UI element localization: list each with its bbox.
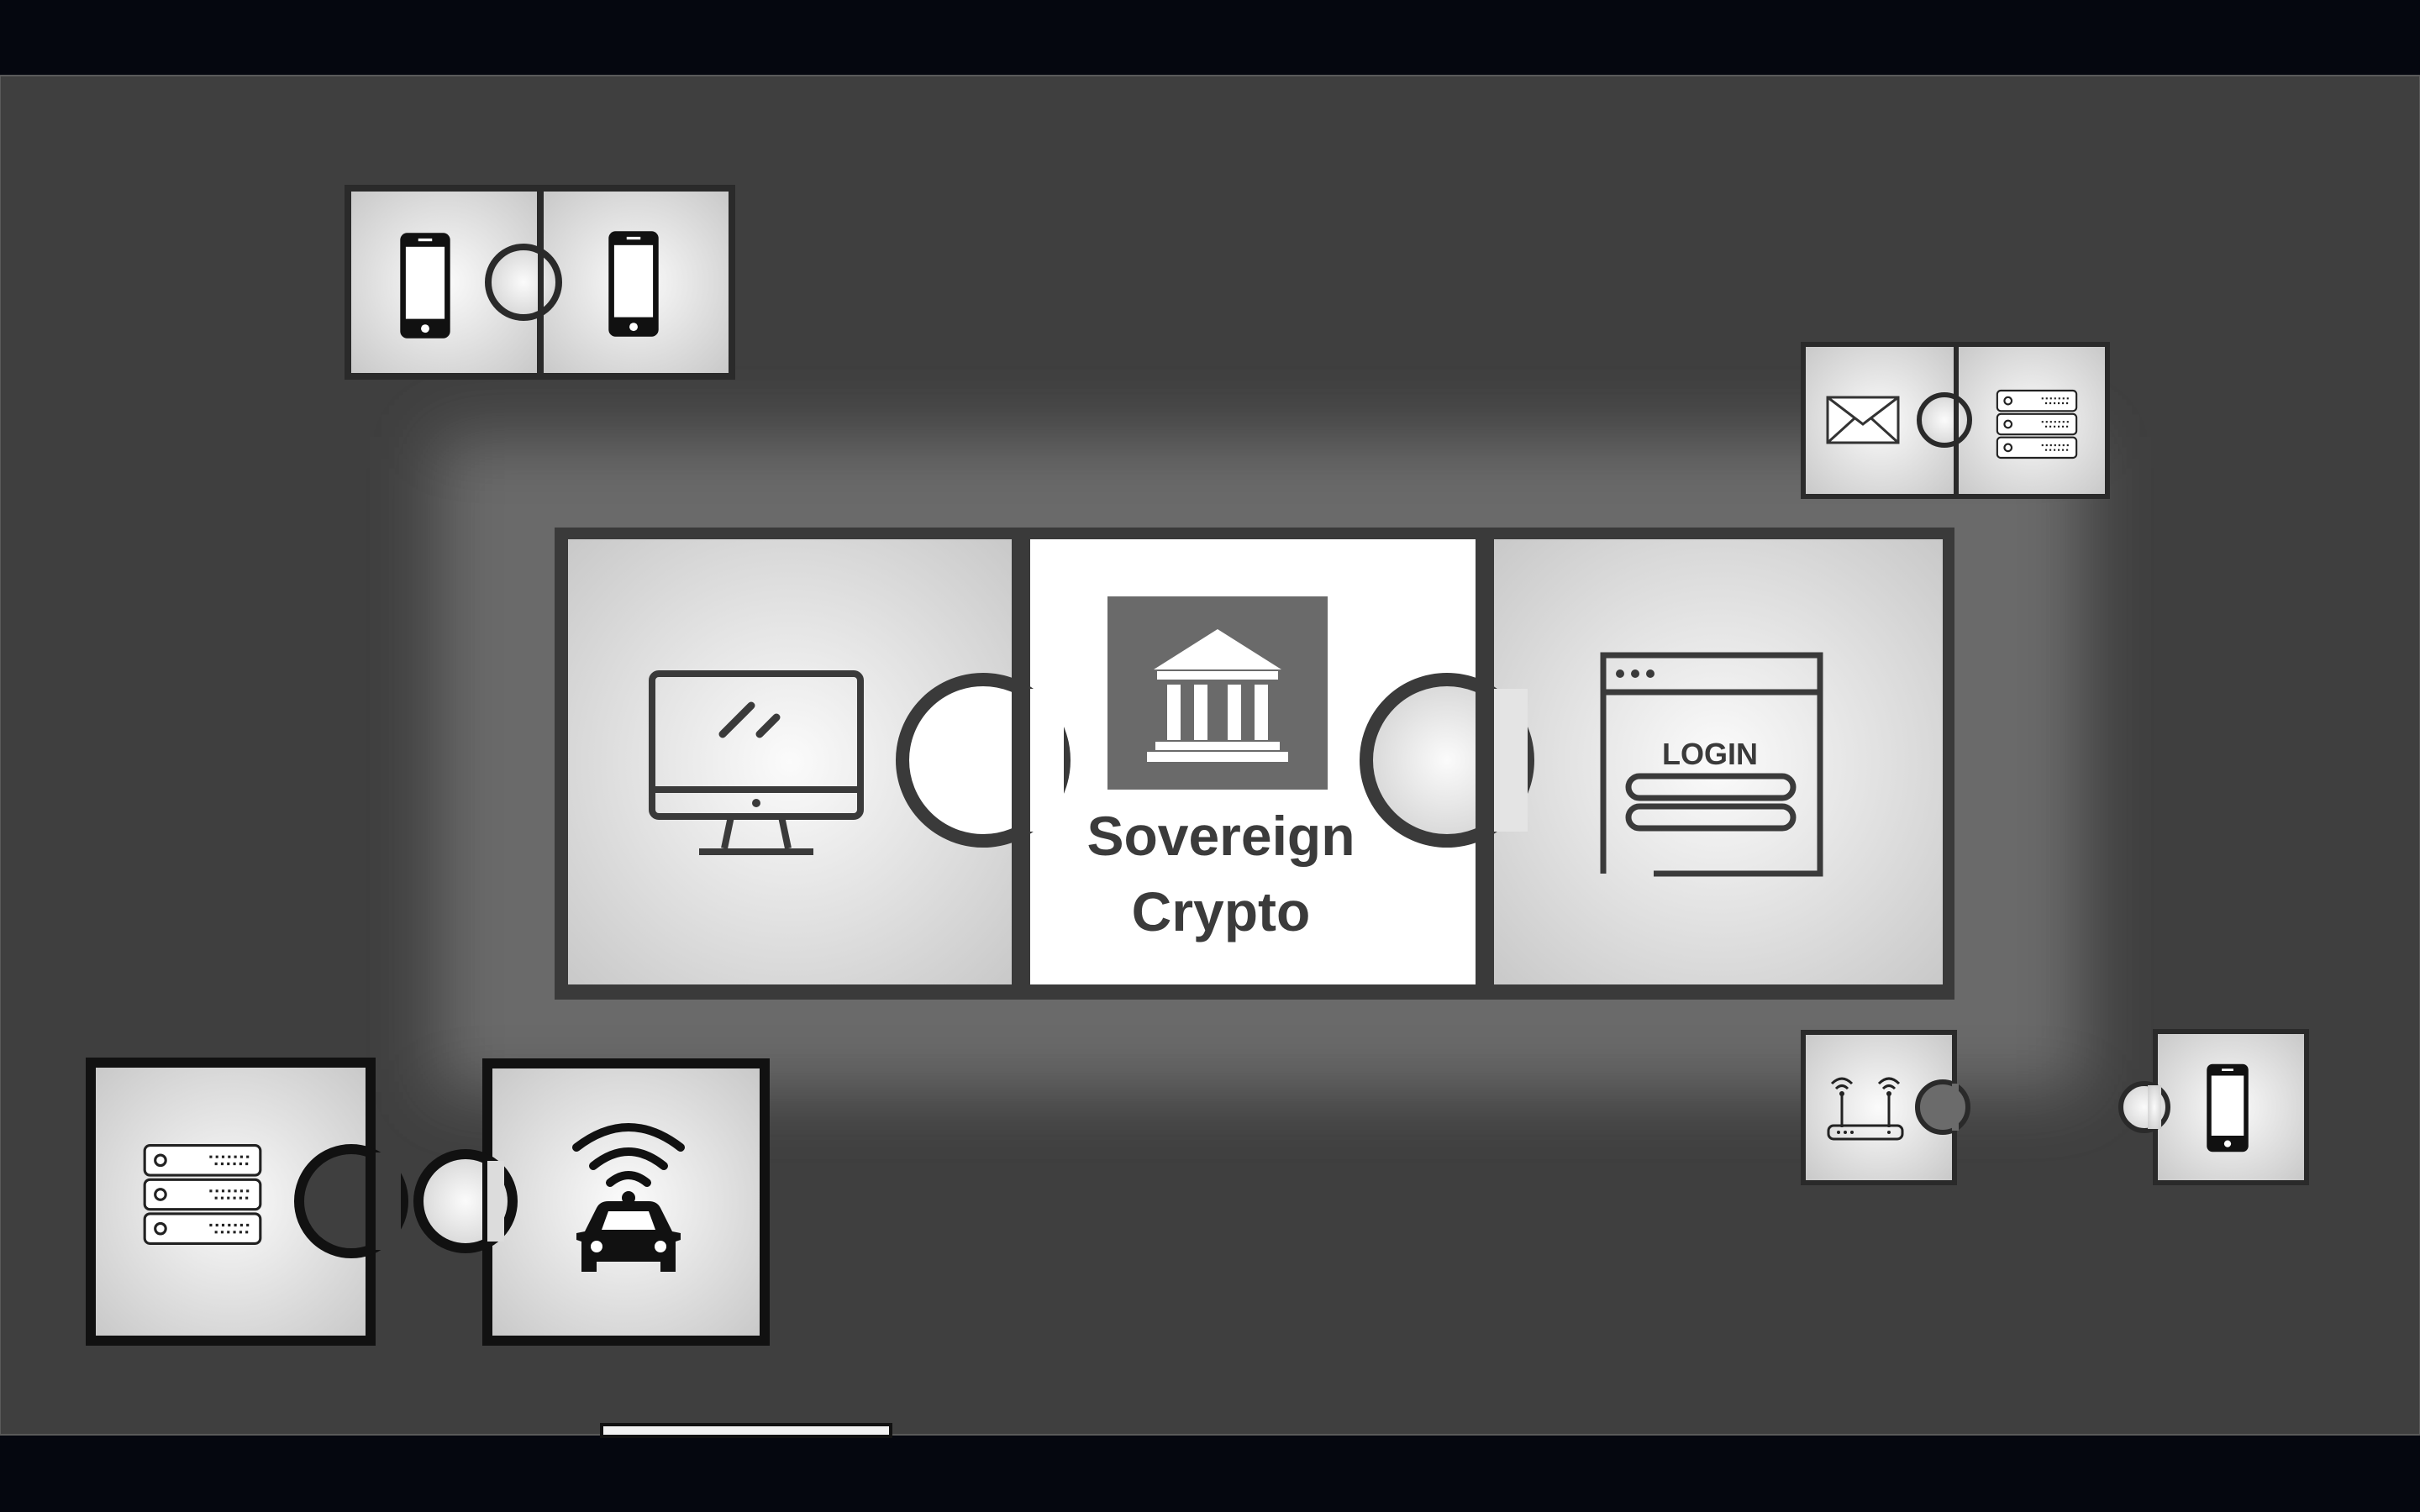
smartphone-icon	[400, 233, 450, 339]
piece-phone-pair	[345, 185, 735, 380]
login-label: LOGIN	[1662, 737, 1758, 771]
piece-mail-server	[1801, 342, 2110, 499]
piece-lone-phone	[2118, 1029, 2309, 1185]
server-icon	[1996, 389, 2078, 459]
smartphone-icon	[2207, 1063, 2249, 1152]
smartphone-icon	[608, 231, 659, 337]
center-puzzle-row: Sovereign Crypto LOGIN	[555, 528, 1954, 1000]
title-line-2: Crypto	[1132, 880, 1311, 942]
piece-connected-car	[413, 1058, 770, 1346]
piece-server-single	[86, 1058, 408, 1346]
progress-tab	[600, 1423, 892, 1438]
envelope-icon	[1826, 396, 1900, 444]
title-line-1: Sovereign	[1086, 805, 1355, 867]
piece-login	[1494, 539, 1943, 984]
server-icon	[143, 1143, 262, 1246]
piece-phone-knob	[485, 244, 562, 321]
piece-router	[1801, 1030, 1970, 1185]
stage-frame	[0, 75, 2420, 1436]
